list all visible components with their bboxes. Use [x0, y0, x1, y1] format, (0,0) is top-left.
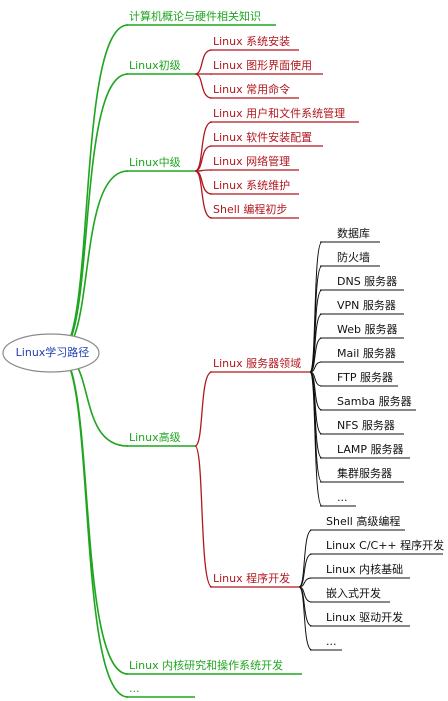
link-topic-server-domain: [194, 371, 213, 447]
branch-kernel-research[interactable]: Linux 内核研究和操作系统开发: [129, 659, 284, 672]
branch-linux-intermediate[interactable]: Linux中级: [129, 156, 181, 169]
link-topic-software-install: [194, 145, 213, 172]
link-root-0: [57, 24, 129, 354]
link-dev-kernel-basics: [298, 577, 313, 588]
topic-shell-basics[interactable]: Shell 编程初步: [213, 203, 288, 216]
dev-shell-advanced[interactable]: Shell 高级编程: [326, 515, 401, 528]
server-web[interactable]: Web 服务器: [337, 323, 398, 336]
server-nfs[interactable]: NFS 服务器: [337, 419, 395, 432]
branch-linux-beginner[interactable]: Linux初级: [129, 59, 181, 72]
link-server-web: [309, 337, 323, 373]
server-mail[interactable]: Mail 服务器: [337, 347, 396, 360]
topic-gui-usage[interactable]: Linux 图形界面使用: [213, 59, 313, 72]
topic-program-dev[interactable]: Linux 程序开发: [213, 572, 291, 585]
branch-hardware[interactable]: 计算机概论与硬件相关知识: [129, 10, 261, 23]
link-dev-c-cpp: [298, 553, 313, 588]
root-label: Linux学习路径: [15, 346, 90, 359]
server-firewall[interactable]: 防火墙: [337, 251, 370, 264]
server-ftp[interactable]: FTP 服务器: [337, 371, 393, 384]
topic-server-domain[interactable]: Linux 服务器领域: [213, 357, 302, 370]
server-vpn[interactable]: VPN 服务器: [337, 299, 396, 312]
topic-system-install[interactable]: Linux 系统安装: [213, 35, 291, 48]
link-root-2: [57, 170, 129, 354]
dev-driver[interactable]: Linux 驱动开发: [326, 611, 404, 624]
link-root-5: [57, 352, 129, 698]
topic-common-commands[interactable]: Linux 常用命令: [213, 83, 291, 96]
server-lamp[interactable]: LAMP 服务器: [337, 443, 404, 456]
dev-more[interactable]: ...: [326, 635, 337, 648]
dev-kernel-basics[interactable]: Linux 内核基础: [326, 563, 404, 576]
link-topic-user-fs-admin: [194, 121, 213, 172]
link-dev-driver: [298, 586, 313, 627]
branch-linux-advanced[interactable]: Linux高级: [129, 431, 181, 444]
dev-c-cpp[interactable]: Linux C/C++ 程序开发: [326, 539, 445, 552]
link-root-1: [57, 73, 129, 354]
root-node[interactable]: [2, 333, 100, 373]
server-dns[interactable]: DNS 服务器: [337, 275, 398, 288]
topic-user-fs-admin[interactable]: Linux 用户和文件系统管理: [213, 107, 346, 120]
link-server-more: [309, 371, 323, 507]
dev-embedded[interactable]: 嵌入式开发: [326, 587, 381, 600]
server-database[interactable]: 数据库: [337, 227, 370, 240]
link-topic-program-dev: [194, 445, 213, 588]
topic-software-install[interactable]: Linux 软件安装配置: [213, 131, 313, 144]
link-root-4: [57, 352, 129, 675]
server-cluster[interactable]: 集群服务器: [337, 467, 392, 480]
branch-more[interactable]: ...: [129, 682, 140, 695]
link-topic-common-commands: [194, 73, 213, 99]
link-dev-more: [298, 586, 313, 651]
topic-system-maintenance[interactable]: Linux 系统维护: [213, 179, 291, 192]
link-topic-system-maintenance: [194, 170, 213, 195]
link-topic-shell-basics: [194, 170, 213, 219]
server-samba[interactable]: Samba 服务器: [337, 395, 412, 408]
topic-network-admin[interactable]: Linux 网络管理: [213, 155, 291, 168]
server-more[interactable]: ...: [337, 491, 348, 504]
link-topic-system-install: [194, 49, 213, 75]
